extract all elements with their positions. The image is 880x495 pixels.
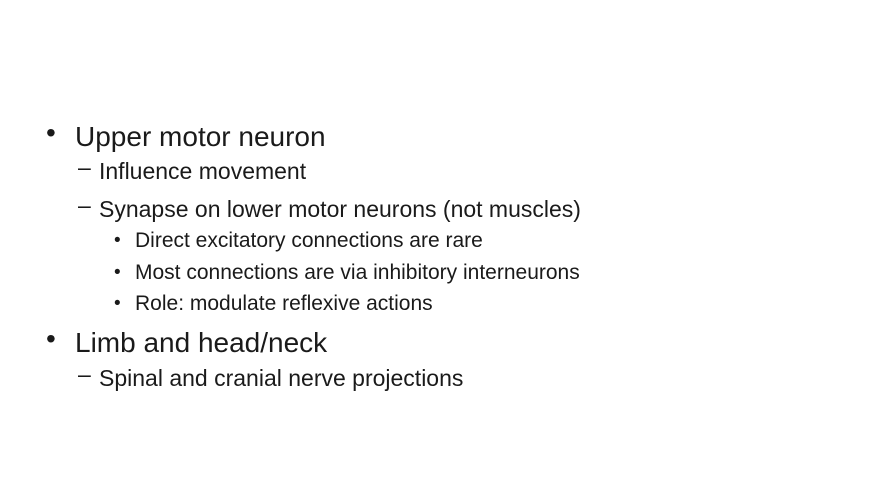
bullet-item-upper-motor-neuron: • Upper motor neuron <box>0 117 880 154</box>
bullet-text: Limb and head/neck <box>75 327 328 358</box>
bullet-item-influence-movement: – Influence movement <box>0 154 880 186</box>
bullet-item-limb-head-neck: • Limb and head/neck <box>0 323 880 360</box>
bullet-text: Synapse on lower motor neurons (not musc… <box>99 196 581 222</box>
bullet-dot-icon: • <box>114 262 121 283</box>
bullet-item-most-connections: • Most connections are via inhibitory in… <box>0 260 880 286</box>
bullet-item-role-modulate: • Role: modulate reflexive actions <box>0 291 880 317</box>
bullet-dot-icon: • <box>114 293 121 314</box>
bullet-dot-icon: • <box>114 230 121 251</box>
bullet-dot-icon: • <box>46 117 56 148</box>
bullet-text: Most connections are via inhibitory inte… <box>135 261 580 284</box>
bullet-dash-icon: – <box>78 361 91 387</box>
bullet-text: Role: modulate reflexive actions <box>135 292 433 315</box>
bullet-item-spinal-cranial: – Spinal and cranial nerve projections <box>0 361 880 393</box>
bullet-dash-icon: – <box>78 192 91 218</box>
bullet-dash-icon: – <box>78 154 91 180</box>
bullet-dot-icon: • <box>46 323 56 354</box>
bullet-text: Direct excitatory connections are rare <box>135 229 483 252</box>
bullet-item-direct-excitatory: • Direct excitatory connections are rare <box>0 228 880 254</box>
bullet-text: Spinal and cranial nerve projections <box>99 365 464 391</box>
bullet-text: Influence movement <box>99 158 307 184</box>
bullet-text: Upper motor neuron <box>75 121 326 152</box>
bullet-item-synapse-lower-motor: – Synapse on lower motor neurons (not mu… <box>0 192 880 224</box>
